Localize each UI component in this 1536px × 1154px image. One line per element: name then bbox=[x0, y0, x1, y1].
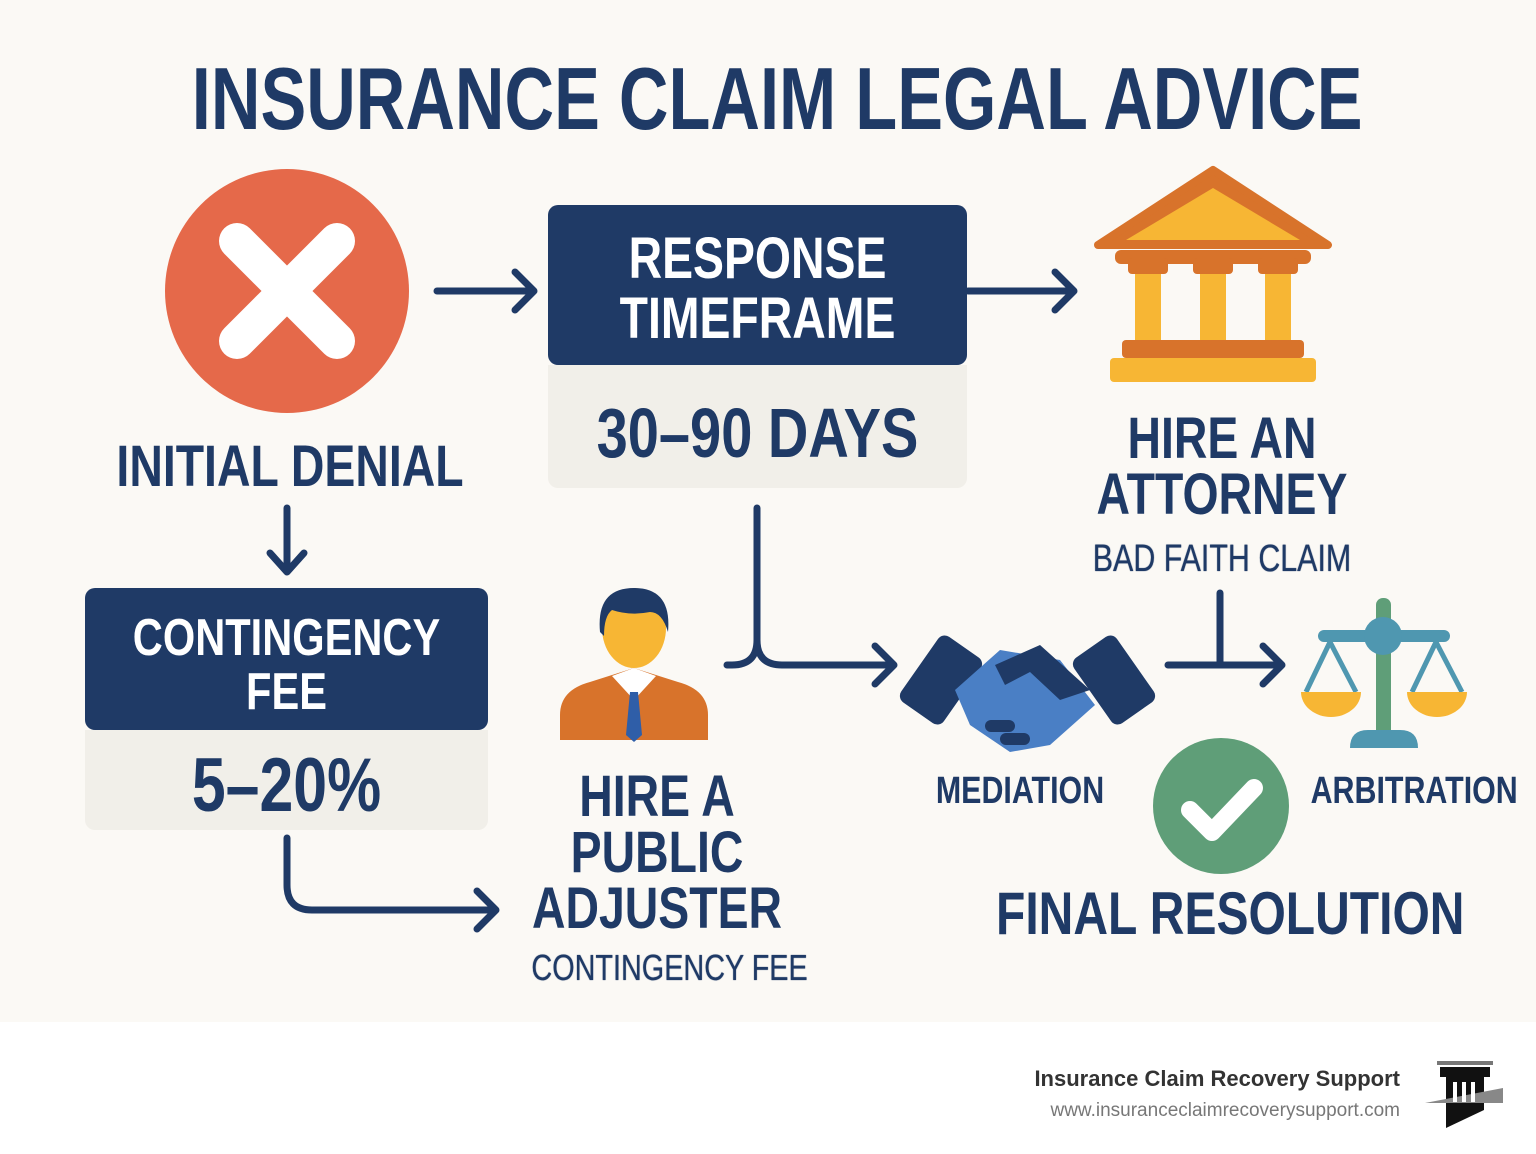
response-label-line1: RESPONSE bbox=[628, 226, 887, 291]
footer-url[interactable]: www.insuranceclaimrecoverysupport.com bbox=[1050, 1100, 1400, 1121]
adjuster-label-line1: HIRE A bbox=[579, 764, 735, 829]
footer-brand: Insurance Claim Recovery Support bbox=[1034, 1066, 1400, 1091]
adjuster-sub: CONTINGENCY FEE bbox=[531, 947, 808, 988]
response-timeframe-box bbox=[548, 205, 967, 365]
final-resolution-label: FINAL RESOLUTION bbox=[996, 880, 1465, 947]
contingency-fee-box bbox=[85, 588, 488, 730]
courthouse-icon bbox=[1094, 166, 1332, 382]
denied-x-icon bbox=[165, 169, 409, 413]
person-icon bbox=[560, 588, 708, 742]
contingency-value-box bbox=[85, 730, 488, 830]
attorney-label-line2: ATTORNEY bbox=[1096, 462, 1348, 527]
adjuster-label-line2: PUBLIC bbox=[570, 820, 744, 885]
handshake-icon bbox=[899, 635, 1156, 752]
arbitration-label: ARBITRATION bbox=[1310, 770, 1518, 812]
page-title: INSURANCE CLAIM LEGAL ADVICE bbox=[191, 49, 1363, 148]
initial-denial-label: INITIAL DENIAL bbox=[116, 434, 464, 499]
contingency-label-line2: FEE bbox=[246, 663, 327, 721]
checkmark-icon bbox=[1153, 738, 1289, 874]
response-value: 30–90 DAYS bbox=[596, 394, 919, 472]
footer bbox=[0, 1022, 1536, 1154]
adjuster-label-line3: ADJUSTER bbox=[531, 876, 783, 941]
attorney-label-line1: HIRE AN bbox=[1127, 406, 1317, 471]
response-value-box bbox=[548, 365, 967, 488]
attorney-sub: BAD FAITH CLAIM bbox=[1092, 538, 1352, 580]
response-label-line2: TIMEFRAME bbox=[619, 286, 896, 351]
contingency-label-line1: CONTINGENCY bbox=[132, 609, 441, 667]
scales-of-justice-icon bbox=[1301, 598, 1467, 748]
column-logo-icon bbox=[1425, 1061, 1503, 1128]
mediation-label: MEDIATION bbox=[935, 770, 1105, 812]
contingency-value: 5–20% bbox=[191, 743, 382, 828]
flow-arrows bbox=[266, 268, 1286, 933]
